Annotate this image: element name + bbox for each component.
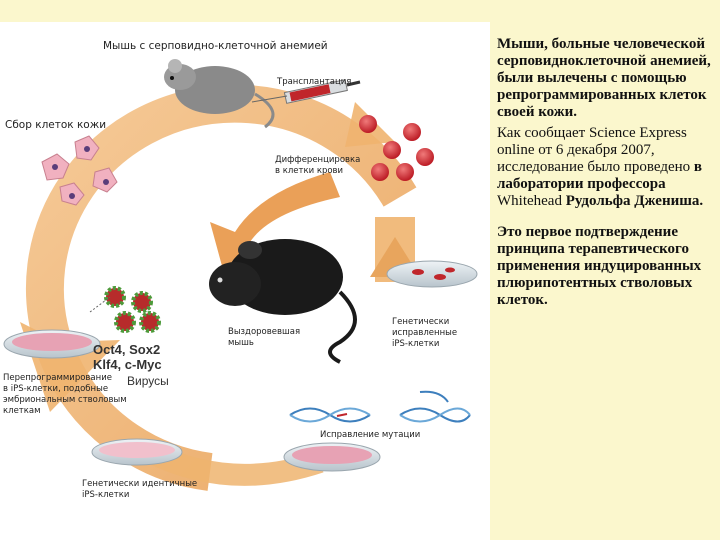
- petri-dish-right: [386, 260, 478, 288]
- paragraph-intro: Мыши, больные человеческой серповиднокле…: [497, 36, 711, 120]
- label-factors-1: Oct4, Sox2: [93, 342, 161, 357]
- dna-icon: [289, 390, 471, 423]
- label-viruses: Вирусы: [127, 374, 169, 388]
- petri-dish-left: [3, 329, 101, 359]
- label-identical-ips: Генетически идентичные iPS-клетки: [82, 479, 198, 500]
- description-panel: Мыши, больные человеческой серповиднокле…: [497, 36, 719, 309]
- diagram-title: Мышь с серповидно-клеточной анемией: [103, 40, 328, 52]
- petri-dish-bottom-left: [91, 438, 183, 466]
- label-differentiation: Дифференцировка в клетки крови: [275, 155, 361, 176]
- paragraph-conclusion: Это первое подтверждение принципа терапе…: [497, 224, 702, 308]
- label-reprogramming: Перепрограммирование в iPS-клетки, подоб…: [3, 373, 127, 416]
- skin-cells-icon: [41, 135, 118, 206]
- source-text-b: в лаборатории профессора: [497, 159, 703, 192]
- petri-dish-bottom-right: [283, 442, 381, 472]
- sick-mouse-icon: [164, 59, 275, 129]
- syringe-icon: [251, 79, 361, 104]
- label-transplant: Трансплантация: [277, 77, 352, 87]
- label-mutation-fix: Исправление мутации: [320, 430, 421, 440]
- label-recovered-mouse: Выздоровевшая мышь: [228, 327, 301, 348]
- label-factors-2: Klf4, c-Myc: [93, 357, 162, 372]
- source-text-c: Whitehead: [497, 193, 566, 209]
- sickle-cell-treatment-diagram: Мышь с серповидно-клеточной анемией Тран…: [0, 22, 490, 540]
- diagram-graphics: [3, 59, 478, 491]
- blood-cells-icon: [359, 115, 434, 181]
- ips-cells-icon: [89, 286, 161, 333]
- label-corrected-ips: Генетически исправленные iPS-клетки: [392, 317, 458, 349]
- label-skin-collect: Сбор клеток кожи: [5, 119, 107, 131]
- recovered-mouse-icon: [209, 239, 357, 364]
- paragraph-source: Как сообщает Science Express online от 6…: [497, 125, 719, 210]
- source-text-a: Как сообщает Science Express online от 6…: [497, 125, 694, 175]
- source-text-d: Рудольфа Дженишa.: [565, 193, 704, 209]
